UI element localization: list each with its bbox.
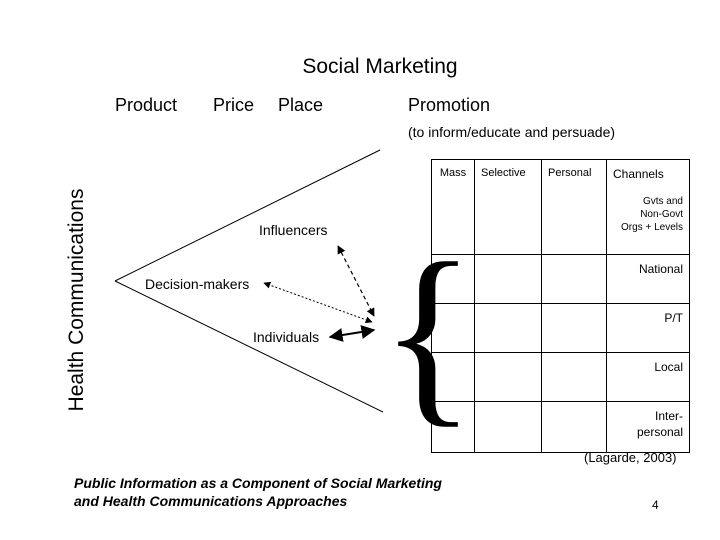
col-selective: Selective xyxy=(474,159,542,255)
channels-sub-line: Non-Govt xyxy=(640,209,683,220)
page-number: 4 xyxy=(652,498,659,512)
wedge-upper-line xyxy=(114,149,381,282)
slide-title: Social Marketing xyxy=(302,55,458,78)
col-channels: Channels Gvts and Non-Govt Orgs + Levels xyxy=(606,159,690,255)
matrix-cell xyxy=(431,401,475,453)
influencers-arrow xyxy=(337,245,375,317)
channels-subheader: Gvts and Non-Govt Orgs + Levels xyxy=(613,195,683,234)
slide-caption: Public Information as a Component of Soc… xyxy=(74,474,544,510)
matrix-row-local: Local xyxy=(431,352,690,402)
caption-line: and Health Communications Approaches xyxy=(74,493,348,509)
matrix-row-national: National xyxy=(431,254,690,304)
col-personal: Personal xyxy=(541,159,607,255)
mix-product-label: Product xyxy=(115,95,178,115)
node-decision-makers: Decision-makers xyxy=(145,276,250,292)
channels-sub-line: Orgs + Levels xyxy=(621,222,683,233)
matrix-row-pt: P/T xyxy=(431,303,690,353)
level-interpersonal: Inter- personal xyxy=(606,401,690,453)
matrix-cell xyxy=(431,352,475,402)
matrix-cell xyxy=(541,401,607,453)
matrix-cell xyxy=(474,401,542,453)
wedge-lower-line xyxy=(114,280,384,413)
caption-line: Public Information as a Component of Soc… xyxy=(74,475,442,491)
matrix-cell xyxy=(474,254,542,304)
mix-place-label: Place xyxy=(278,95,324,115)
matrix-cell xyxy=(541,303,607,353)
channels-matrix: Mass Selective Personal Channels Gvts an… xyxy=(431,159,690,453)
matrix-cell xyxy=(431,303,475,353)
matrix-row-interpersonal: Inter- personal xyxy=(431,401,690,453)
matrix-cell xyxy=(474,352,542,402)
individuals-arrow xyxy=(328,325,376,342)
matrix-cell xyxy=(431,254,475,304)
promotion-subtitle: (to inform/educate and persuade) xyxy=(408,124,616,140)
mix-promotion-label: Promotion xyxy=(408,95,491,115)
matrix-cell xyxy=(474,303,542,353)
level-national: National xyxy=(606,254,690,304)
matrix-cell xyxy=(541,352,607,402)
level-interpersonal-line: Inter- xyxy=(654,409,683,423)
level-pt: P/T xyxy=(606,303,690,353)
citation: (Lagarde, 2003) xyxy=(584,450,677,465)
col-mass: Mass xyxy=(431,159,475,255)
node-influencers: Influencers xyxy=(259,222,328,238)
matrix-header-row: Mass Selective Personal Channels Gvts an… xyxy=(431,159,690,255)
decision-makers-arrow xyxy=(263,281,373,324)
mix-price-label: Price xyxy=(213,95,255,115)
node-individuals: Individuals xyxy=(253,329,320,345)
level-local: Local xyxy=(606,352,690,402)
channels-sub-line: Gvts and xyxy=(642,196,683,207)
channels-title: Channels xyxy=(613,167,664,181)
matrix-cell xyxy=(541,254,607,304)
level-interpersonal-line: personal xyxy=(636,425,683,439)
